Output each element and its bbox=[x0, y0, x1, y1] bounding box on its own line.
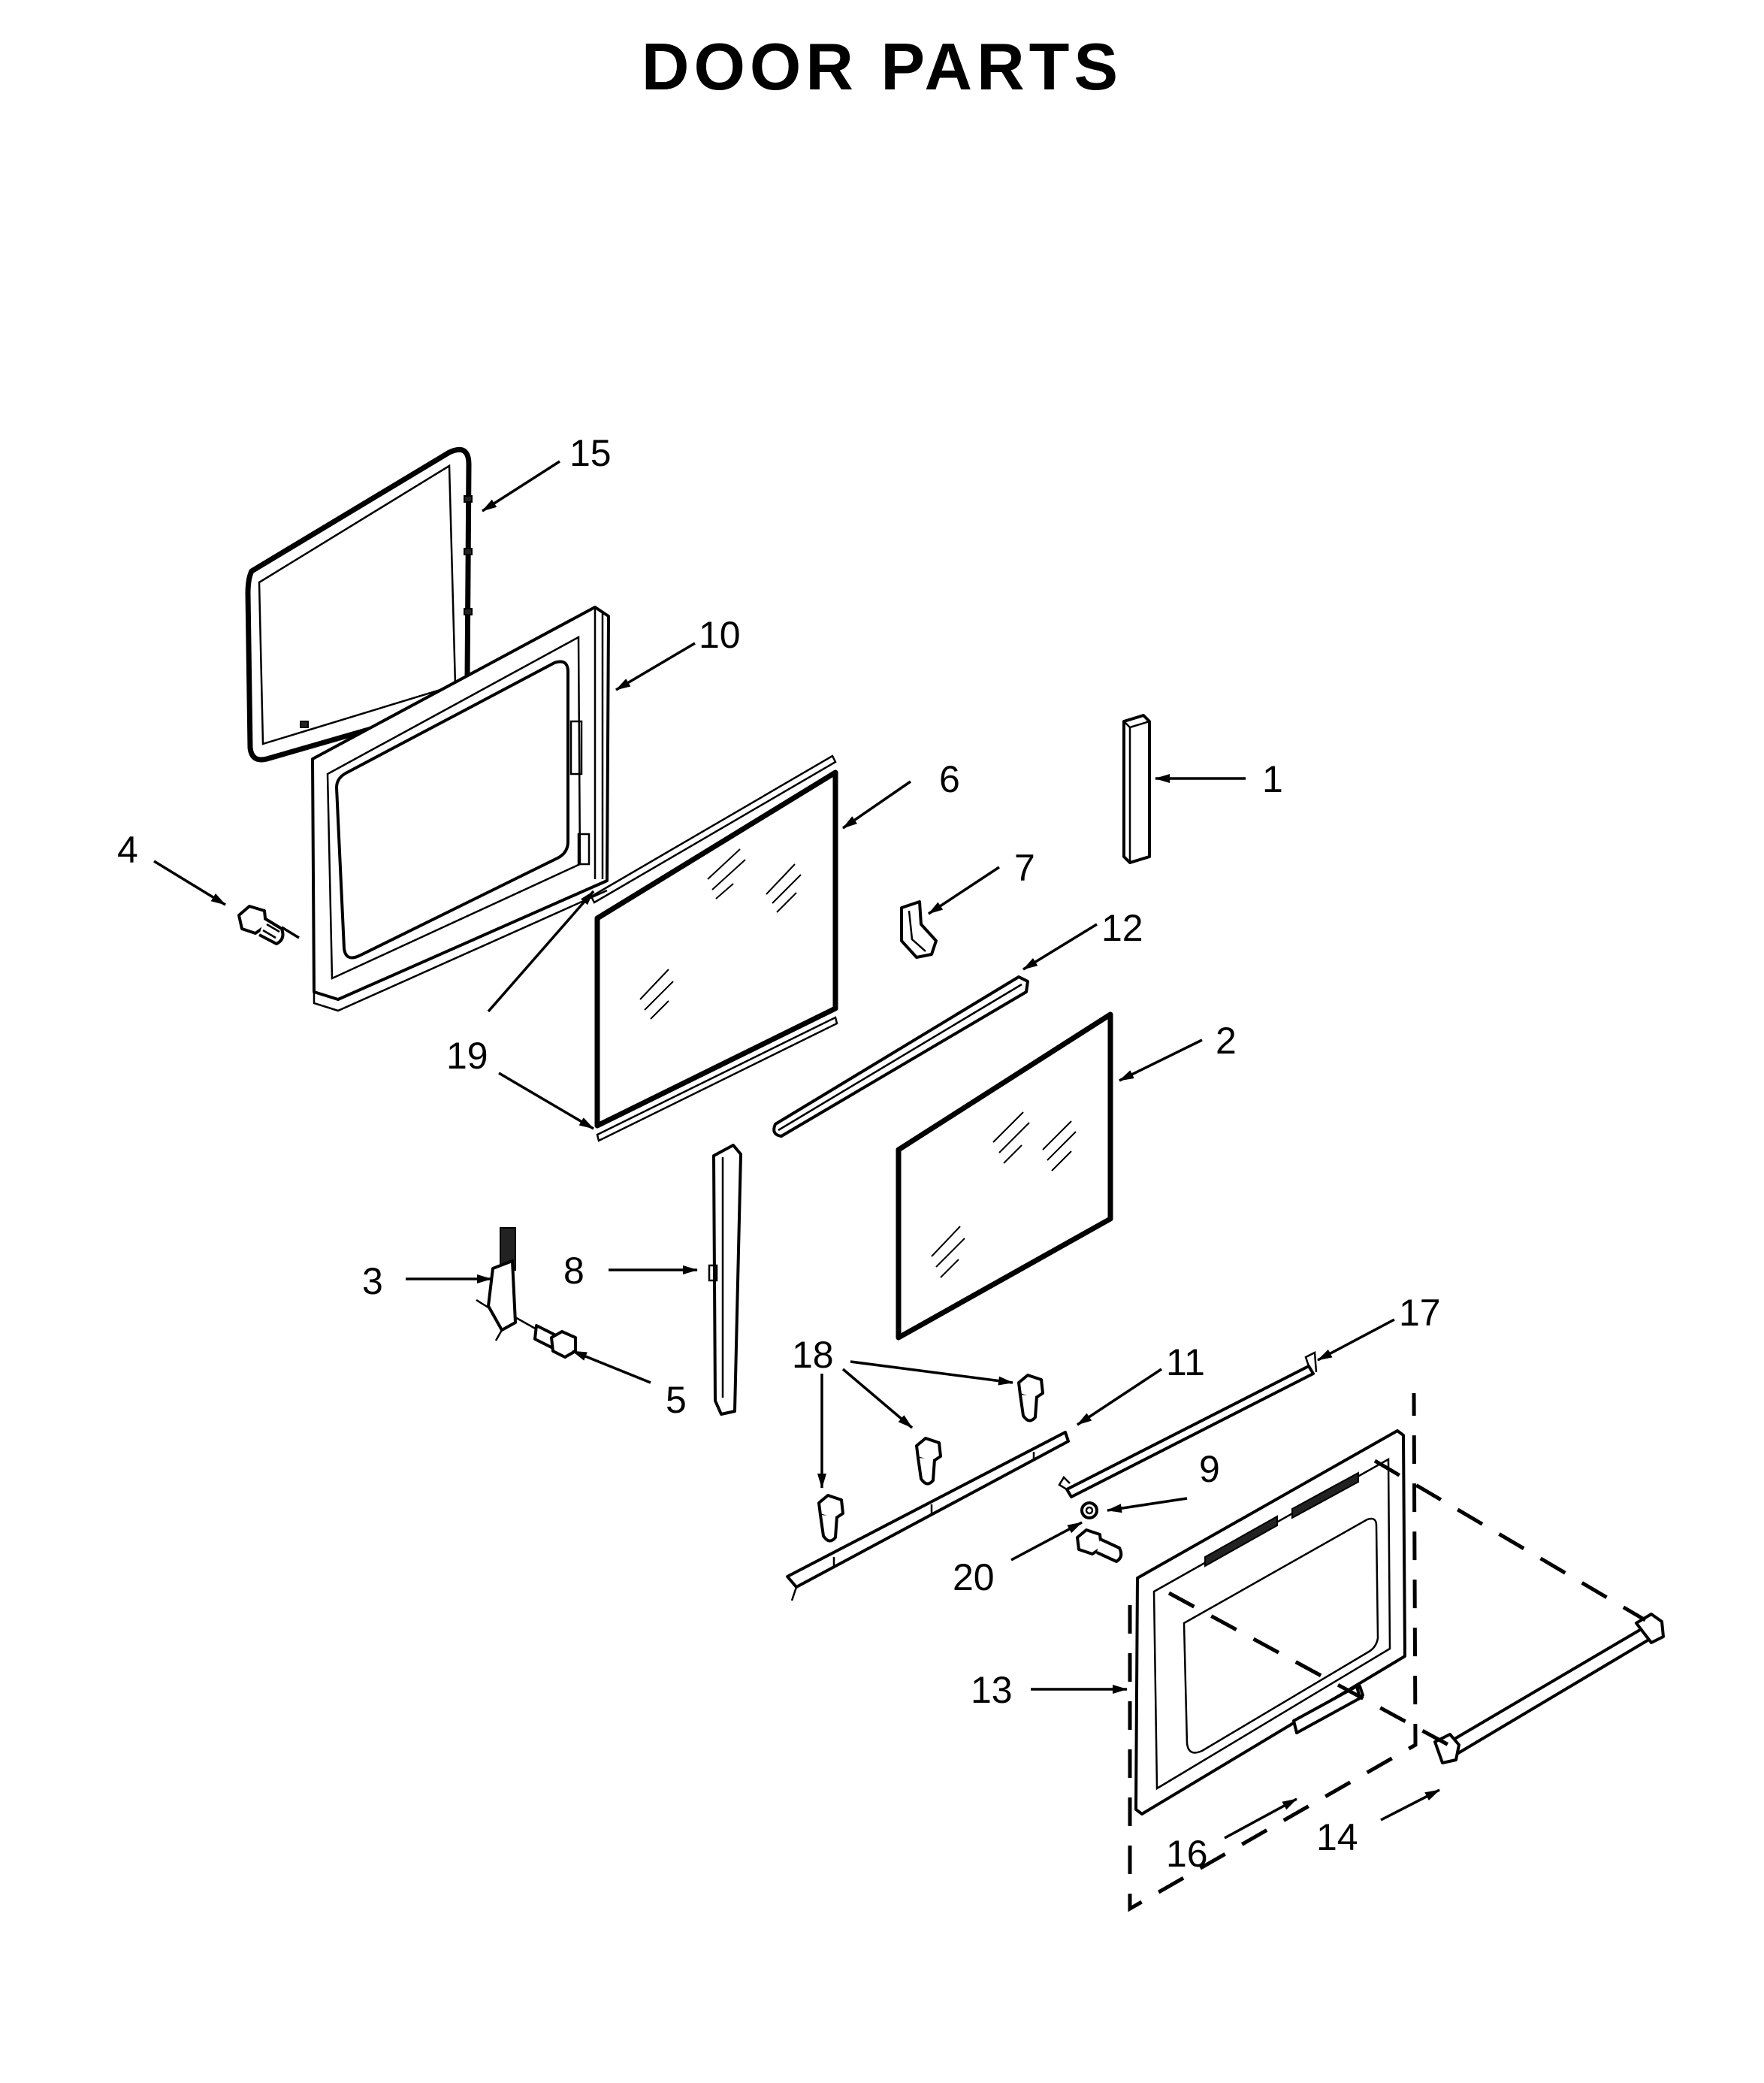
page-title: DOOR PARTS bbox=[641, 29, 1123, 104]
part-1-channel[interactable] bbox=[1122, 714, 1151, 864]
part-12-retainer[interactable] bbox=[772, 975, 1029, 1138]
part-7-clip[interactable] bbox=[900, 900, 938, 959]
callout-2: 2 bbox=[1216, 1020, 1237, 1062]
part-11-bracket[interactable] bbox=[786, 1431, 1070, 1601]
callout-13: 13 bbox=[971, 1669, 1013, 1711]
callout-16: 16 bbox=[1166, 1833, 1208, 1875]
part-18-screw-b[interactable] bbox=[915, 1437, 942, 1486]
callout-9: 9 bbox=[1199, 1448, 1220, 1490]
part-14-door-handle[interactable] bbox=[1433, 1613, 1665, 1764]
part-9-spacer[interactable] bbox=[1080, 1501, 1098, 1519]
callout-5: 5 bbox=[666, 1379, 687, 1421]
callout-3: 3 bbox=[362, 1260, 383, 1302]
callout-11: 11 bbox=[1166, 1341, 1205, 1383]
callout-18: 18 bbox=[792, 1334, 834, 1376]
part-5-screw[interactable] bbox=[513, 1315, 577, 1359]
callout-20: 20 bbox=[953, 1556, 995, 1598]
part-20-screw[interactable] bbox=[1076, 1528, 1123, 1563]
part-10-inner-door-liner[interactable] bbox=[311, 606, 610, 1012]
callout-15: 15 bbox=[569, 432, 612, 474]
callout-labels: 15 10 4 6 1 7 12 2 19 3 8 5 18 11 17 9 2… bbox=[117, 432, 1441, 1875]
callout-7: 7 bbox=[1014, 847, 1035, 889]
part-18-screw-a[interactable] bbox=[817, 1494, 844, 1543]
callout-4: 4 bbox=[117, 829, 138, 871]
assembly-dashed-outline bbox=[1128, 1392, 1647, 1912]
callout-14: 14 bbox=[1316, 1816, 1358, 1858]
callout-12: 12 bbox=[1101, 907, 1143, 949]
callout-17: 17 bbox=[1399, 1292, 1441, 1334]
part-13-outer-door-panel[interactable] bbox=[1134, 1429, 1406, 1815]
part-6-inner-door-glass[interactable] bbox=[590, 754, 838, 1142]
leader-lines bbox=[153, 460, 1440, 1840]
part-18-screw-c[interactable] bbox=[1017, 1374, 1044, 1422]
part-17-vent-bar[interactable] bbox=[1058, 1351, 1318, 1498]
callout-1: 1 bbox=[1262, 758, 1283, 800]
part-8-hinge-support[interactable] bbox=[708, 1144, 742, 1416]
callout-19: 19 bbox=[446, 1035, 488, 1077]
part-4-screw[interactable] bbox=[237, 905, 285, 945]
callout-8: 8 bbox=[563, 1250, 584, 1292]
part-3-door-hinge[interactable] bbox=[476, 1227, 517, 1341]
part-2-outer-door-glass[interactable] bbox=[896, 1011, 1113, 1341]
callout-10: 10 bbox=[699, 614, 741, 656]
callout-6: 6 bbox=[939, 758, 960, 800]
